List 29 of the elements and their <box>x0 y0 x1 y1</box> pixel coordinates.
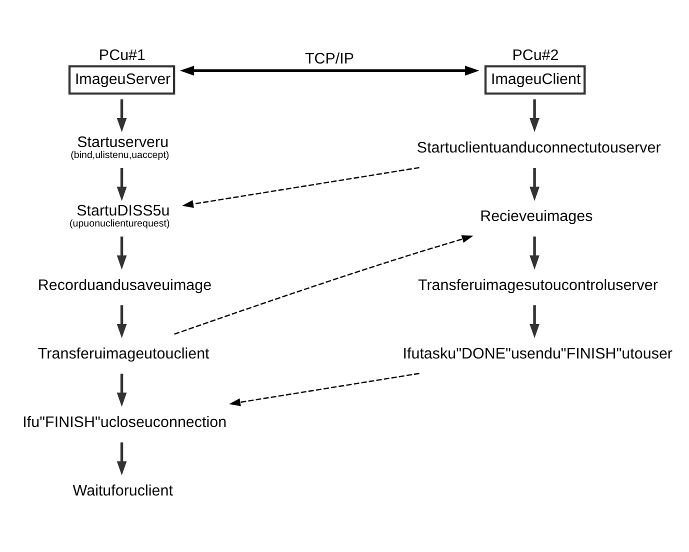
node-text: Ifutasku"DONE"usendu"FINISH"utouser <box>402 344 672 362</box>
node-label: PCu#2 <box>512 46 559 64</box>
arrow <box>182 166 420 208</box>
node-text: StartuDISS5u (upuonuclienturequest) <box>70 202 170 230</box>
arrow <box>530 167 540 200</box>
arrow <box>116 304 127 338</box>
node-text: Transferuimagesutoucontroluserver <box>418 276 658 294</box>
node-label: PCu#1 <box>98 46 146 64</box>
node-text: Waituforuclient <box>72 482 173 500</box>
arrow <box>229 372 420 406</box>
node-text: Recieveuimages <box>480 208 593 225</box>
node-text: Transferuimageutouclient <box>38 344 210 362</box>
node-text: Ifu"FINISH"ucloseuconnection <box>22 414 227 431</box>
arrow <box>174 234 474 334</box>
node-text: Startuclientuanduconnectutouserver <box>416 139 661 156</box>
node-box: ImageuServer <box>68 64 176 94</box>
arrow <box>530 98 540 132</box>
node-box: ImageuClient <box>484 64 586 94</box>
arrow <box>530 236 540 270</box>
edge-label: TCP/IP <box>304 50 354 67</box>
arrow <box>116 373 127 406</box>
node-text: Startuserveru (bind,ulistenu,uaccept) <box>70 134 170 161</box>
arrow <box>180 65 480 76</box>
arrow <box>116 167 127 200</box>
arrow <box>116 98 127 132</box>
arrow <box>530 304 540 338</box>
arrow <box>116 442 127 475</box>
node-text: Recorduandusaveuimage <box>38 276 212 294</box>
arrow <box>116 236 127 270</box>
